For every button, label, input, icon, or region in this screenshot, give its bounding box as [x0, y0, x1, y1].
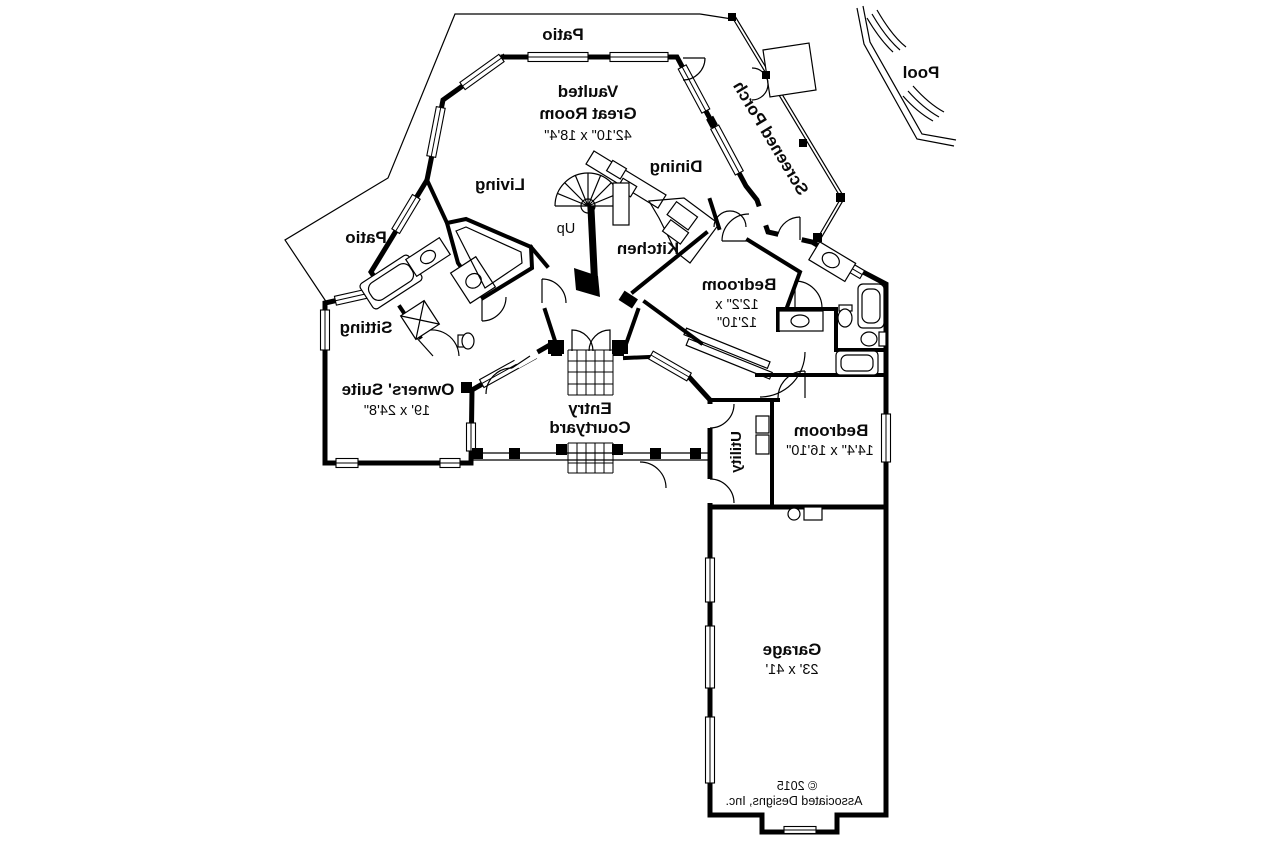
- label-owners-suite-dims: 19' x 24'8": [364, 403, 430, 419]
- label-kitchen: Kitchen: [617, 239, 679, 258]
- label-bedroom1-dims-2: 12'10": [717, 315, 757, 331]
- label-garage-dims: 23' x 41': [765, 662, 818, 678]
- closet-doors: [683, 327, 773, 380]
- courtyard-walkway-grid-lower: [567, 442, 614, 474]
- garage-fixtures: [787, 506, 823, 521]
- label-up: Up: [557, 221, 576, 237]
- door-arcs: [414, 57, 823, 504]
- label-bedroom1-dims-1: 12'2" x: [715, 297, 759, 313]
- label-living: Living: [475, 175, 525, 194]
- kitchen-counters: [585, 150, 720, 264]
- label-bedroom2: Bedroom: [794, 421, 869, 440]
- label-copyright-1: © 2015: [777, 779, 818, 793]
- label-entry-2: Courtyard: [549, 418, 630, 437]
- label-sitting: Sitting: [340, 318, 393, 337]
- label-great-room-2: Great Room: [539, 104, 636, 123]
- label-owners-suite: Owners' Suite: [342, 380, 455, 399]
- patio-outline: [284, 13, 733, 304]
- label-great-room-dims: 42'10" x 18'4": [544, 128, 632, 144]
- porch-posts: [728, 13, 845, 242]
- screened-porch-screens: [731, 15, 845, 241]
- label-garage: Garage: [763, 640, 822, 659]
- porch-landing: [762, 42, 817, 98]
- label-copyright-2: Associated Designs, Inc.: [726, 794, 863, 808]
- label-bedroom1: Bedroom: [702, 275, 777, 294]
- kitchen-wall-jamb: [618, 290, 638, 309]
- pool-edge: [856, 5, 957, 147]
- fireplace: [574, 268, 600, 297]
- label-bedroom2-dims: 14'4" x 16'10": [786, 443, 874, 459]
- label-dining: Dining: [650, 157, 703, 176]
- hall-bath-fixtures: [778, 240, 887, 376]
- owners-bath-fixtures: [359, 226, 523, 350]
- courtyard-walkway-grid-upper: [567, 349, 614, 396]
- dining-window-jamb: [706, 115, 718, 129]
- label-utility: Utility: [728, 431, 745, 473]
- label-patio-top: Patio: [542, 25, 584, 44]
- label-patio-left: Patio: [345, 228, 387, 247]
- label-great-room-1: Vaulted: [558, 82, 618, 101]
- utility-fixtures: [755, 415, 770, 455]
- label-pool: Pool: [903, 63, 940, 82]
- entry-door-jambs: [461, 340, 628, 393]
- label-entry-1: Entry: [568, 399, 612, 418]
- courtyard-colonnade: [472, 452, 710, 461]
- door-openings: [416, 204, 803, 503]
